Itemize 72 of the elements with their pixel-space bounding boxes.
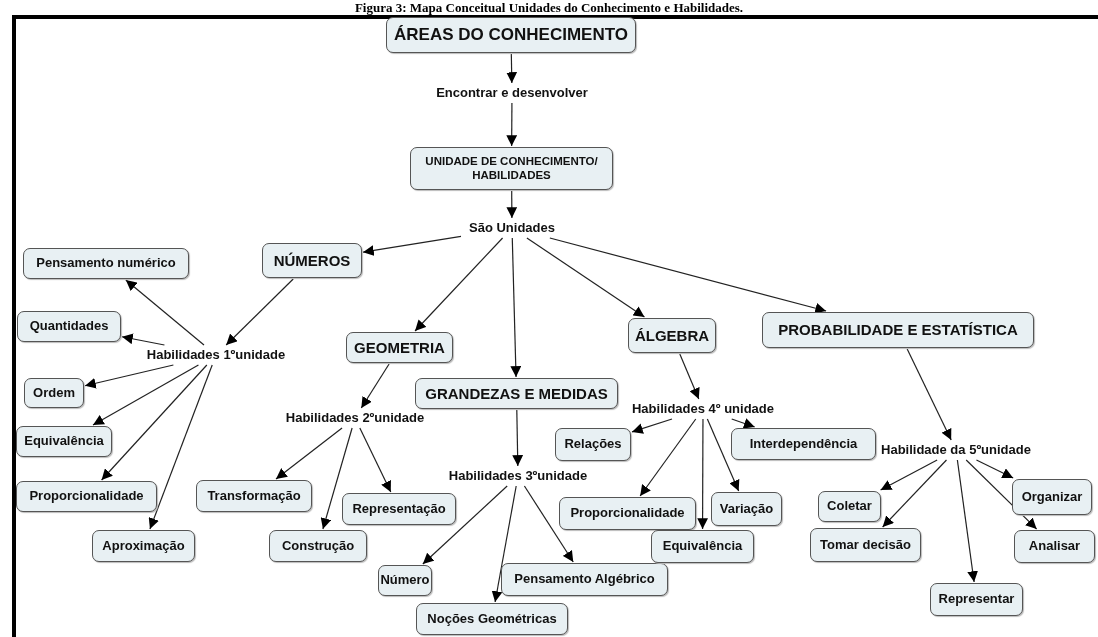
arrow <box>731 418 756 429</box>
linking-phrase: Habilidade da 5ºunidade <box>880 441 1032 459</box>
arrow <box>92 364 200 426</box>
arrow <box>906 348 952 441</box>
concept-box: Quantidades <box>17 311 121 342</box>
arrow <box>360 363 390 409</box>
concept-box: Analisar <box>1014 530 1095 563</box>
concept-box: GEOMETRIA <box>346 332 453 363</box>
concept-box: Variação <box>711 492 782 526</box>
concept-box: Tomar decisão <box>810 528 921 562</box>
concept-box: Equivalência <box>16 426 112 457</box>
arrow <box>359 427 392 493</box>
arrow <box>965 459 1038 530</box>
linking-phrase: Habilidades 1ºunidade <box>138 346 294 364</box>
arrow <box>706 418 740 492</box>
concept-box: NÚMEROS <box>262 243 362 278</box>
concept-box: Proporcionalidade <box>559 497 696 530</box>
arrow <box>275 427 343 480</box>
arrow <box>526 237 646 318</box>
linking-phrase: São Unidades <box>462 219 562 237</box>
concept-box: Interdependência <box>731 428 876 460</box>
linking-phrase: Encontrar e desenvolver <box>430 84 594 102</box>
linking-phrase: Habilidades 2ºunidade <box>276 409 434 427</box>
arrow <box>506 102 518 147</box>
concept-box: Representação <box>342 493 456 525</box>
concept-box: Transformação <box>196 480 312 512</box>
arrow <box>491 485 517 603</box>
arrow <box>121 333 165 346</box>
arrow <box>639 418 697 497</box>
arrow <box>512 409 523 467</box>
arrow <box>225 278 294 346</box>
arrow <box>362 235 462 256</box>
arrow <box>506 53 518 84</box>
concept-box: Organizar <box>1012 479 1092 515</box>
arrow <box>506 190 518 219</box>
arrow <box>320 427 353 530</box>
arrow <box>523 485 574 563</box>
concept-box: Representar <box>930 583 1023 616</box>
arrow <box>101 364 208 481</box>
concept-box: Construção <box>269 530 367 562</box>
arrow <box>422 485 508 565</box>
arrow <box>84 364 174 389</box>
arrow <box>697 418 708 530</box>
concept-box: Coletar <box>818 491 881 522</box>
concept-box: Noções Geométricas <box>416 603 568 635</box>
concept-box: Pensamento Algébrico <box>501 563 668 596</box>
concept-box: Pensamento numérico <box>23 248 189 279</box>
concept-box: GRANDEZAS E MEDIDAS <box>415 378 618 409</box>
linking-phrase: Habilidades 4º unidade <box>620 400 786 418</box>
arrow <box>148 364 213 530</box>
arrow <box>549 237 827 314</box>
arrow <box>125 279 205 346</box>
concept-box: PROBABILIDADE E ESTATÍSTICA <box>762 312 1034 348</box>
concept-box: ÁREAS DO CONHECIMENTO <box>386 17 636 53</box>
concept-box: UNIDADE DE CONHECIMENTO/ HABILIDADES <box>410 147 613 190</box>
arrow <box>631 418 673 434</box>
arrow <box>510 237 522 378</box>
arrow <box>956 459 978 583</box>
figure-title: Figura 3: Mapa Conceitual Unidades do Conhecimento e Habilidades. <box>353 0 745 15</box>
arrow <box>975 459 1014 479</box>
arrow <box>414 237 504 332</box>
concept-box: Número <box>378 565 432 596</box>
arrow <box>882 459 948 528</box>
concept-box: ÁLGEBRA <box>628 318 716 353</box>
concept-box: Aproximação <box>92 530 195 562</box>
concept-box: Relações <box>555 428 631 461</box>
concept-box: Proporcionalidade <box>16 481 157 512</box>
concept-box: Ordem <box>24 378 84 408</box>
arrow <box>679 353 700 400</box>
arrow <box>880 459 938 491</box>
linking-phrase: Habilidades 3ºunidade <box>438 467 598 485</box>
concept-box: Equivalência <box>651 530 754 563</box>
